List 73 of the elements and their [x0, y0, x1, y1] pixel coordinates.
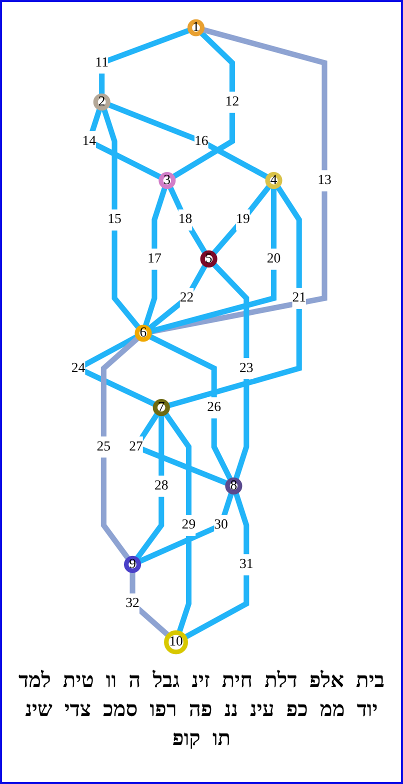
hebrew-letter-name: למד — [18, 668, 51, 693]
hebrew-letter-name: כפ — [286, 697, 308, 722]
edge-label: 15 — [108, 212, 122, 227]
node-circle: 10 — [164, 630, 188, 654]
edge-label: 16 — [194, 134, 208, 148]
hebrew-letter-name: זינ — [192, 668, 210, 693]
edge-label: 30 — [214, 518, 228, 532]
connector — [130, 570, 171, 638]
connector — [101, 107, 142, 330]
hebrew-letter-name: יוד — [356, 697, 378, 722]
hebrew-letter-name: ממ — [320, 697, 345, 722]
node-circle: 5 — [200, 250, 218, 268]
hebrew-letter-name: עינ — [250, 697, 274, 722]
edge-label: 23 — [240, 360, 254, 376]
hebrew-letter-name: גבל — [152, 668, 180, 693]
connector — [148, 26, 328, 335]
node-circle: 9 — [124, 556, 142, 573]
edge-label: 21 — [292, 290, 306, 306]
hebrew-letter-name: דלת — [264, 668, 298, 693]
connector — [166, 184, 302, 409]
connector — [142, 186, 168, 328]
hebrew-letter-name: סמכ — [103, 697, 138, 722]
hebrew-letter-name: צדי — [64, 697, 92, 722]
connector — [72, 334, 158, 408]
hebrew-letter-name: רפו — [150, 697, 177, 722]
node-circle: 2 — [93, 94, 110, 111]
edge-label: 11 — [95, 55, 109, 70]
hebrew-letter-name: שינ — [25, 697, 52, 722]
hebrew-letter-name: קופ — [172, 726, 200, 751]
connector — [106, 102, 270, 180]
connector — [211, 262, 250, 481]
hebrew-letter-name: ננ — [224, 697, 238, 722]
edge-label: 28 — [154, 478, 168, 494]
edge-label: 22 — [180, 290, 194, 306]
node-circle: 1 — [188, 19, 205, 36]
hebrew-letter-name: אלפ — [309, 668, 344, 693]
edge-label: 19 — [236, 212, 250, 227]
hebrew-letter-name: חית — [222, 668, 253, 693]
node-circle: 7 — [152, 399, 170, 416]
hebrew-letter-name: ה — [128, 668, 141, 693]
connector — [101, 335, 141, 562]
connector — [99, 27, 192, 96]
node-circle: 4 — [265, 172, 282, 190]
hebrew-letter-name: וו — [106, 668, 117, 693]
connector — [162, 411, 192, 634]
edge-label: 20 — [266, 251, 281, 266]
node-circle: 8 — [225, 477, 242, 495]
connector — [171, 30, 236, 180]
node-circle: 3 — [158, 172, 176, 190]
edge-label: 25 — [96, 439, 111, 454]
connector — [210, 184, 272, 256]
edge-label: 17 — [148, 251, 162, 266]
connector — [137, 491, 235, 564]
connector — [134, 414, 164, 562]
node-circle: 6 — [134, 324, 152, 342]
hebrew-letter-name: בית — [356, 668, 384, 693]
connector — [167, 185, 208, 256]
edge-label: 31 — [240, 556, 254, 572]
connector — [183, 491, 250, 640]
hebrew-letter-name: פה — [188, 697, 212, 722]
hebrew-letter-name: טית — [62, 668, 94, 693]
edge-label: 29 — [182, 518, 196, 532]
edge-label: 27 — [129, 439, 144, 454]
edge-label: 26 — [207, 400, 222, 415]
edge-label: 12 — [225, 94, 240, 110]
edge-label: 14 — [82, 134, 96, 148]
edge-label: 18 — [178, 212, 192, 227]
connector — [148, 186, 277, 334]
connector — [148, 334, 234, 482]
edge-label: 13 — [318, 172, 332, 188]
hebrew-letter-name: תו — [212, 726, 231, 751]
edge-label: 24 — [71, 360, 86, 376]
edge-label: 32 — [126, 596, 140, 611]
